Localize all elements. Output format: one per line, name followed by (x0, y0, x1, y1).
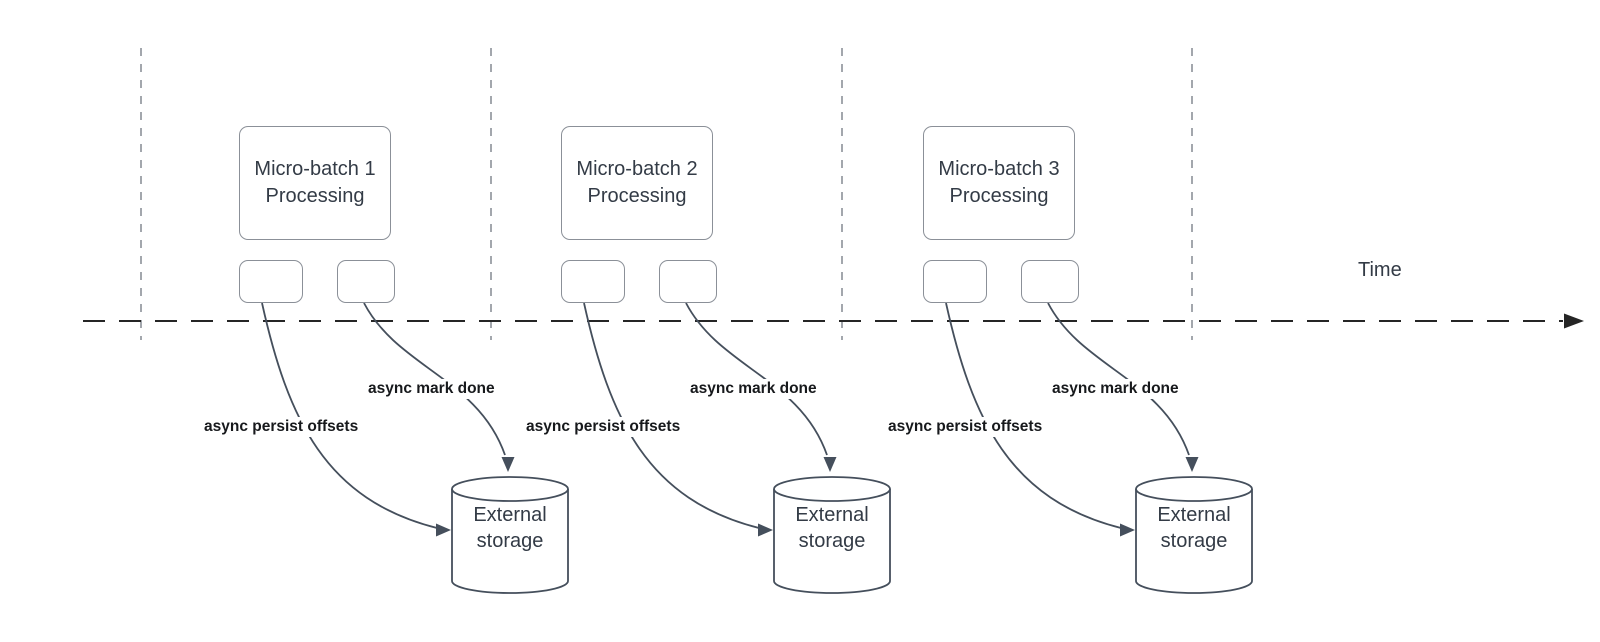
batch-2-mark-done-label: async mark done (687, 379, 820, 399)
batch-3-persist-offsets-label: async persist offsets (885, 417, 1046, 437)
storage-cylinder-top (773, 476, 891, 502)
persist-offsets-arrowhead-icon (436, 523, 451, 537)
mark-done-arrow-curve (685, 302, 828, 456)
batch-1-persist-offsets-label: async persist offsets (201, 417, 362, 437)
micro-batch-3-processing-label: Micro-batch 3 Processing (938, 158, 1060, 207)
micro-batch-1-processing-box: Micro-batch 1 Processing (239, 126, 391, 240)
mark-done-arrowhead-icon (1185, 457, 1199, 472)
batch-2-done-task-box (659, 260, 717, 303)
batch-2-persist-offsets-label: async persist offsets (523, 417, 684, 437)
mark-done-arrowhead-icon (501, 457, 515, 472)
batch-3-arrows (945, 302, 1253, 594)
batch-3-external-storage-label: External storage (1157, 504, 1231, 552)
persist-offsets-arrowhead-icon (1120, 523, 1135, 537)
batch-1-done-task-box (337, 260, 395, 303)
micro-batch-2-processing-label: Micro-batch 2 Processing (576, 158, 698, 207)
mark-done-arrowhead-icon (823, 457, 837, 472)
batch-3-done-task-box (1021, 260, 1079, 303)
persist-offsets-arrowhead-icon (758, 523, 773, 537)
persist-offsets-arrow-curve (945, 302, 1122, 529)
mark-done-arrow-curve (1047, 302, 1190, 456)
storage-cylinder-body (1135, 489, 1253, 594)
micro-batch-3-processing-box: Micro-batch 3 Processing (923, 126, 1075, 240)
persist-offsets-arrow-curve (261, 302, 438, 529)
batch-3-offset-task-box (923, 260, 987, 303)
storage-cylinder-top (1135, 476, 1253, 502)
micro-batch-2-processing-box: Micro-batch 2 Processing (561, 126, 713, 240)
batch-1-offset-task-box (239, 260, 303, 303)
mark-done-arrow-curve (363, 302, 506, 456)
storage-cylinder-body (773, 489, 891, 594)
persist-offsets-arrow-curve (583, 302, 760, 529)
time-axis-label: Time (1358, 259, 1402, 281)
batch-2-arrows (583, 302, 891, 594)
storage-cylinder-body (451, 489, 569, 594)
batch-1-arrows (261, 302, 569, 594)
batch-3-mark-done-label: async mark done (1049, 379, 1182, 399)
batch-1-external-storage-label: External storage (473, 504, 547, 552)
batch-2-external-storage-label: External storage (795, 504, 869, 552)
batch-2-offset-task-box (561, 260, 625, 303)
timeline-arrowhead-icon (1564, 313, 1584, 329)
batch-1-mark-done-label: async mark done (365, 379, 498, 399)
micro-batch-1-processing-label: Micro-batch 1 Processing (254, 158, 376, 207)
storage-cylinder-top (451, 476, 569, 502)
